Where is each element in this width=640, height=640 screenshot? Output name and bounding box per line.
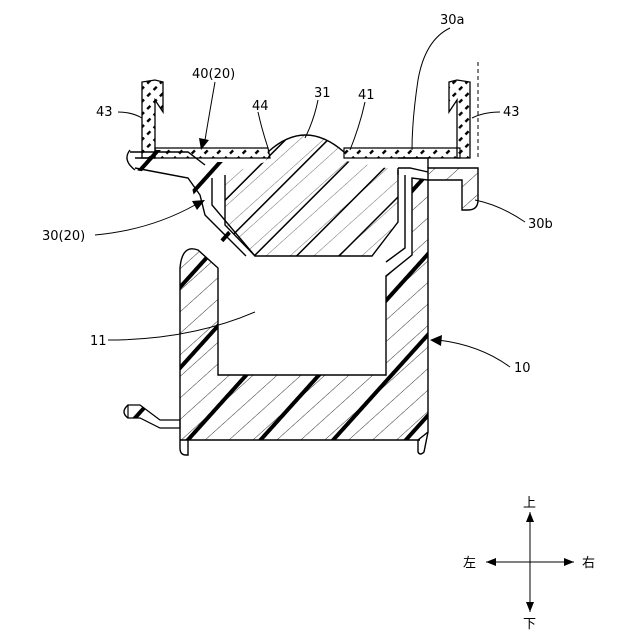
leader-43-left (118, 112, 142, 118)
leader-30a (412, 28, 450, 150)
left-flange-arm (128, 405, 180, 428)
label-41: 41 (358, 88, 375, 103)
leader-31 (305, 100, 318, 138)
label-30-20: 30(20) (42, 229, 85, 244)
sheet-strip-right (344, 148, 460, 158)
label-40-20: 40(20) (192, 67, 235, 82)
compass-arrow-right (564, 558, 574, 566)
label-31: 31 (314, 86, 331, 101)
label-43-right: 43 (503, 105, 520, 120)
compass-label-down: 下 (523, 617, 536, 632)
leader-43-right (472, 112, 500, 118)
compass-arrow-down (526, 602, 534, 612)
compass-label-up: 上 (523, 496, 536, 511)
sheet-right-step (398, 158, 428, 168)
label-11: 11 (90, 334, 107, 349)
direction-compass: 上 下 左 右 (463, 496, 595, 632)
leader-30-20 (95, 205, 195, 235)
leader-30b (475, 200, 525, 222)
label-10: 10 (514, 361, 531, 376)
tab-43-right (449, 80, 470, 158)
leader-44 (258, 112, 268, 148)
sheet-strip-left (155, 148, 270, 158)
compass-arrow-up (526, 512, 534, 522)
compass-label-right: 右 (582, 556, 595, 571)
leader-41 (350, 102, 365, 150)
tab-30b (428, 168, 478, 210)
label-43-left: 43 (96, 105, 113, 120)
label-30b: 30b (528, 217, 553, 232)
leader-10 (438, 340, 510, 367)
arrow-10 (430, 335, 442, 346)
compass-arrow-left (486, 558, 496, 566)
leader-40-20 (205, 82, 215, 140)
label-30a: 30a (440, 13, 465, 28)
compass-label-left: 左 (463, 556, 476, 571)
label-44: 44 (252, 99, 269, 114)
holder-right-outline (398, 168, 428, 175)
tab-43-left (142, 80, 163, 158)
